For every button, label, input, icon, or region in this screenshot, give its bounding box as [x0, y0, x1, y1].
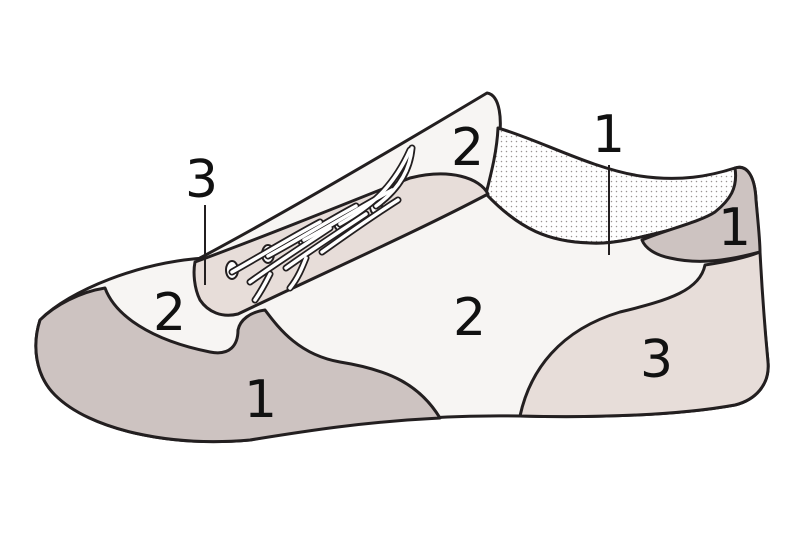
- label-heel-tab: 1: [718, 198, 751, 258]
- label-tongue: 2: [451, 118, 484, 178]
- toe-cap-panel: [34, 286, 442, 444]
- label-vamp: 2: [153, 283, 186, 343]
- label-eyestay: 3: [185, 150, 218, 210]
- laces-highlight: [230, 146, 414, 302]
- label-quarter: 2: [453, 288, 486, 348]
- heel-counter-panel: [518, 250, 770, 419]
- label-heel-counter: 3: [640, 330, 673, 390]
- label-toe-cap: 1: [244, 370, 277, 430]
- label-collar: 1: [592, 105, 625, 165]
- heel-tab-panel: [640, 165, 762, 263]
